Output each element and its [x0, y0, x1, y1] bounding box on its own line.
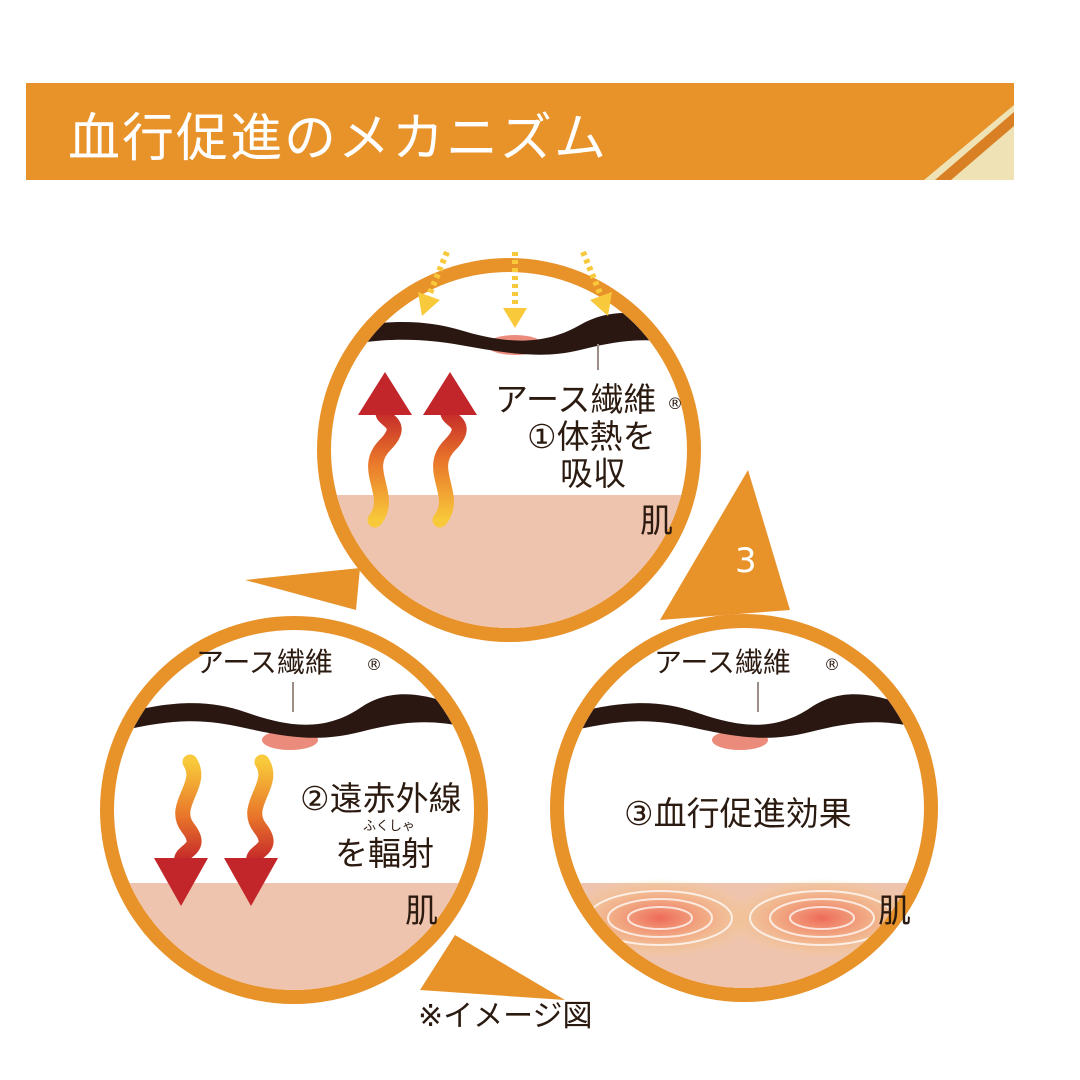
step-number: 3: [735, 541, 757, 581]
skin-label: 肌: [405, 891, 438, 930]
registered-mark: ®: [366, 655, 382, 674]
fiber-label: アース繊維: [654, 646, 791, 679]
ruby-reading: ふくしゃ: [363, 819, 415, 834]
upward-heat-arrow: [423, 372, 477, 528]
step-text-line2: を輻射: [335, 834, 434, 873]
fiber-layer: [114, 694, 474, 738]
skin-label: 肌: [640, 501, 673, 540]
upward-heat-arrow: [358, 372, 412, 528]
step-number: 2: [485, 917, 507, 957]
incoming-heat-arrows: [425, 250, 605, 310]
fiber-label: アース繊維: [495, 380, 656, 419]
arrow-head-icon: [418, 292, 440, 316]
arrow-head-icon: [503, 308, 527, 328]
image-note: ※イメージ図: [418, 999, 593, 1034]
page-title: 血行促進のメカニズム: [68, 109, 608, 169]
fiber-layer: [331, 313, 687, 356]
step-number: 1: [293, 529, 315, 569]
arrow-head-icon: [590, 292, 612, 316]
step-text-line1: ②遠赤外線: [300, 779, 462, 818]
registered-mark: ®: [667, 394, 683, 413]
skin-label: 肌: [878, 891, 911, 930]
panel-2: アース繊維 ® ②遠赤外線 ふくしゃ を輻射 肌 2: [114, 630, 507, 990]
downward-radiation-arrow: [224, 754, 278, 906]
step-text-line2: 吸収: [560, 454, 626, 493]
downward-radiation-arrow: [154, 754, 208, 906]
registered-mark: ®: [824, 655, 840, 674]
header-banner: 血行促進のメカニズム: [26, 83, 1014, 180]
step-text-line1: ①体熱を: [527, 417, 656, 456]
step-text-line1: ③血行促進効果: [624, 794, 852, 833]
fiber-label: アース繊維: [196, 646, 333, 679]
fiber-layer: [564, 694, 924, 738]
